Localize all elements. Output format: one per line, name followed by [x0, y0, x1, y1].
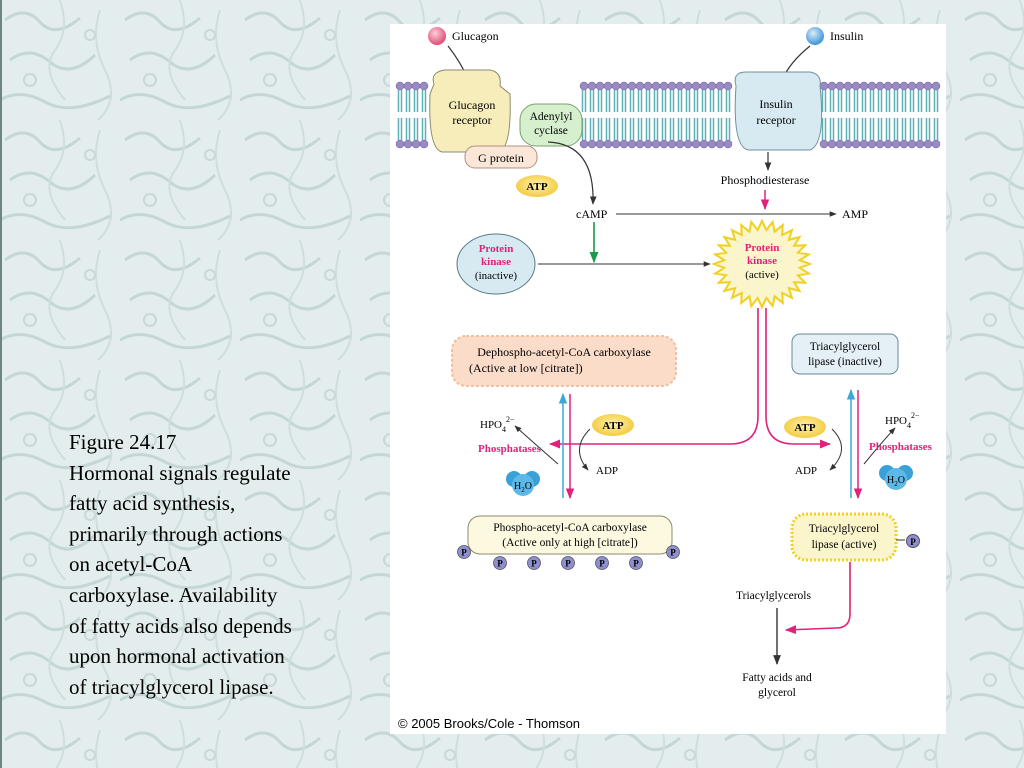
phosphate-icon — [666, 545, 680, 559]
left-adp-label: ADP — [596, 465, 618, 477]
fatty-acids-label: Fatty acids and — [742, 672, 812, 684]
left-atp-label: ATP — [602, 420, 623, 432]
insulin-receptor-label: Insulin — [759, 97, 792, 111]
insulin-receptor — [734, 71, 823, 151]
pk-inactive-label: Protein — [479, 243, 514, 255]
right-atp-badge — [784, 416, 826, 438]
right-phosphatases-label: Phosphatases — [869, 441, 933, 453]
tg-lipase-inactive-box — [791, 333, 899, 375]
left-atp-badge — [592, 414, 634, 436]
insulin-receptor-label: receptor — [756, 113, 795, 127]
glucagon-receptor-label: Glucagon — [449, 98, 496, 112]
cyclase-to-camp-arrow — [547, 141, 597, 205]
phospho-acc-label: Phospho-acetyl-CoA carboxylase — [493, 522, 647, 534]
protein-kinase-inactive — [456, 233, 536, 295]
pk-active-label: Protein — [745, 242, 780, 254]
triacylglycerols-label: Triacylglycerols — [736, 590, 811, 602]
dephospho-acc-label: Dephospho-acetyl-CoA carboxylase — [477, 345, 651, 359]
g-protein — [464, 145, 538, 169]
glucagon-label: Glucagon — [452, 29, 499, 43]
left-hpo4-label: HPO42− — [480, 415, 515, 434]
caption-line: Figure 24.17 — [69, 430, 177, 454]
atp-badge — [516, 175, 558, 197]
lipase-phosphate-label: P — [910, 537, 916, 547]
right-adp-label: ADP — [795, 465, 817, 477]
caption-line: upon hormonal activation — [69, 644, 285, 669]
tg-lipase-active-label: Triacylglycerol — [809, 523, 879, 535]
left-adp-curve — [579, 428, 591, 471]
phosphate-icon — [561, 556, 575, 570]
caption-line: of triacylglycerol lipase. — [69, 674, 274, 699]
pk-active-label: kinase — [747, 255, 777, 267]
phosphodiesterase-label: Phosphodiesterase — [721, 173, 810, 187]
pk-active-label: (active) — [745, 269, 779, 281]
copyright-notice: © 2005 Brooks/Cole - Thomson — [398, 716, 581, 731]
tg-lipase-active-box — [790, 512, 898, 562]
fatty-acids-label: glycerol — [758, 687, 796, 699]
phosphate-label: P — [461, 548, 467, 558]
amp-label: AMP — [842, 207, 868, 221]
insulin-label: Insulin — [830, 29, 863, 43]
caption-line: Hormonal signals regulate — [69, 460, 291, 485]
lipase-catalysis-arrow — [784, 562, 851, 635]
left-phosphatases-label: Phosphatases — [478, 443, 542, 455]
right-h2o-label: H2O — [887, 475, 905, 488]
caption-line: on acetyl-CoA — [69, 552, 193, 577]
glucagon-receptor — [429, 69, 511, 153]
phosphate-label: P — [531, 559, 537, 569]
camp-label: cAMP — [576, 207, 608, 221]
adenylyl-cyclase — [519, 103, 583, 147]
left-h2o-label: H2O — [514, 481, 532, 494]
adenylyl-cyclase-label: Adenylyl — [530, 111, 573, 123]
phosphate-icon — [595, 556, 609, 570]
glucagon-molecule — [428, 27, 446, 45]
pk-inactive-label: kinase — [481, 256, 511, 268]
phosphate-icon — [629, 556, 643, 570]
phosphate-label: P — [497, 559, 503, 569]
right-adp-curve — [829, 428, 842, 471]
caption-line: of fatty acids also depends — [69, 613, 292, 638]
tg-lipase-active-label: lipase (active) — [812, 539, 877, 551]
left-border-line — [0, 0, 2, 768]
atp-label: ATP — [526, 181, 547, 193]
phosphate-label: P — [599, 559, 605, 569]
figure-caption: Figure 24.17 Hormonal signals regulate f… — [69, 427, 369, 702]
protein-kinase-active — [711, 218, 813, 310]
right-hpo4-curve — [863, 427, 896, 465]
left-hpo4-curve — [514, 425, 559, 465]
dephospho-acc-label: (Active at low [citrate]) — [469, 361, 583, 375]
right-hpo4-label: HPO42− — [885, 411, 920, 430]
phosphate-label: P — [565, 559, 571, 569]
lipase-phosphate-icon — [906, 534, 920, 548]
phosphate-icon — [527, 556, 541, 570]
adenylyl-cyclase-label: cyclase — [534, 125, 568, 137]
caption-line: carboxylase. Availability — [69, 582, 278, 607]
phospho-acc-label: (Active only at high [citrate]) — [502, 537, 638, 549]
insulin-molecule — [806, 27, 824, 45]
g-protein-label: G protein — [478, 151, 524, 165]
pk-inactive-label: (inactive) — [475, 270, 517, 282]
phosphate-label: P — [670, 548, 676, 558]
right-atp-label: ATP — [794, 422, 815, 434]
phosphate-label: P — [633, 559, 639, 569]
phospho-acc-box — [467, 515, 673, 555]
tg-lipase-inactive-label: Triacylglycerol — [810, 341, 880, 353]
kinase-phosphorylation-arrows — [548, 308, 832, 449]
glucagon-receptor-label: receptor — [452, 113, 491, 127]
pathway-figure: Glucagon Insulin Glucagon receptor Adeny… — [390, 24, 946, 734]
tg-lipase-inactive-label: lipase (inactive) — [808, 356, 882, 368]
caption-line: fatty acid synthesis, — [69, 491, 236, 516]
dephospho-acc-box — [451, 335, 677, 387]
phosphate-icon — [493, 556, 507, 570]
phosphate-icon — [457, 545, 471, 559]
left-water-molecule — [506, 471, 540, 496]
pathway-diagram: Glucagon Insulin Glucagon receptor Adeny… — [395, 27, 941, 699]
caption-line: primarily through actions — [69, 521, 283, 546]
right-water-molecule — [879, 465, 913, 490]
